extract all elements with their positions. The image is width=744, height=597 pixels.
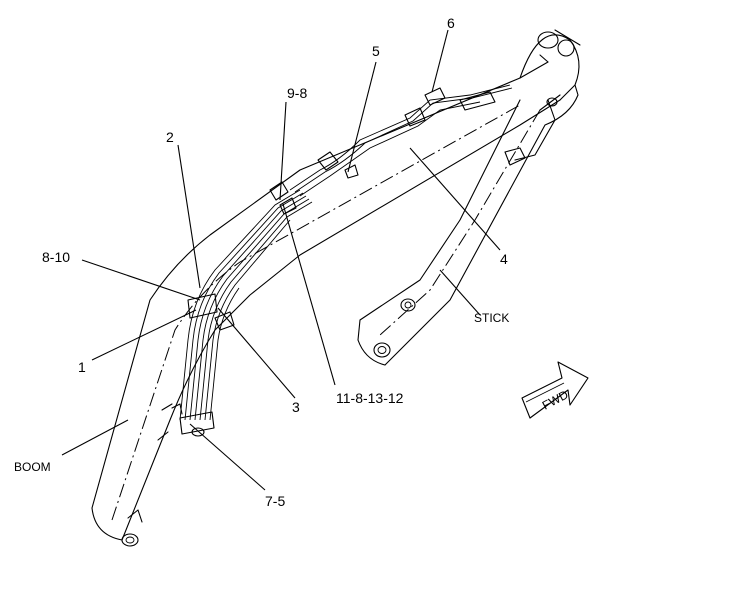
boom-outline (91, 61, 561, 547)
leader-2 (177, 144, 201, 289)
callout-4: 4 (500, 251, 508, 267)
fwd-arrow: FWD (521, 361, 589, 419)
callout-3: 3 (292, 399, 300, 415)
callout-5: 5 (372, 43, 380, 59)
callout-stick: STICK (474, 311, 509, 325)
callout-11-8-13-12: 11-8-13-12 (336, 390, 404, 406)
upper-lines (269, 84, 513, 215)
leader-boom (61, 419, 129, 456)
leader-5 (347, 61, 377, 173)
hose-bundle (179, 189, 313, 421)
callout-1: 1 (78, 359, 86, 375)
stick-outline (357, 84, 579, 366)
leader-stick (439, 269, 481, 316)
callout-boom: BOOM (14, 460, 51, 474)
leader-6 (431, 29, 449, 93)
leader-8-10 (81, 259, 201, 301)
boom-foot-pin (121, 533, 139, 547)
stick-pin (373, 342, 391, 358)
leader-3 (217, 307, 296, 399)
leader-7-5 (189, 423, 266, 491)
leader-1 (91, 309, 197, 361)
boom-nose (519, 29, 581, 101)
leader-9-8 (279, 101, 287, 201)
callout-7-5: 7-5 (265, 493, 285, 509)
callout-8-10: 8-10 (42, 249, 70, 265)
lower-clamps (171, 293, 235, 437)
leader-4 (409, 147, 501, 251)
callout-9-8: 9-8 (287, 85, 307, 101)
leader-11-8-13-12 (282, 203, 336, 386)
callout-2: 2 (166, 129, 174, 145)
callout-6: 6 (447, 15, 455, 31)
leader-lines (61, 29, 501, 491)
